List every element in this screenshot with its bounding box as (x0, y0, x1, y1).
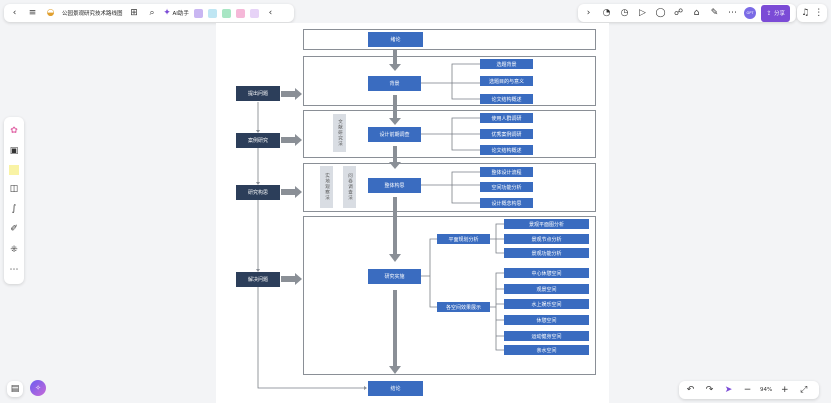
row1-item[interactable]: 选题目的与意义 (480, 76, 533, 86)
row3-item[interactable]: 整体设计流程 (480, 167, 533, 177)
avatar[interactable]: GPT (744, 7, 756, 19)
fit-icon[interactable]: ⤢ (800, 385, 808, 395)
shape-icon[interactable]: ◫ (9, 183, 19, 194)
image-icon[interactable] (193, 8, 203, 18)
vote-icon[interactable]: ☍ (673, 8, 684, 18)
menu-icon[interactable]: ≡ (28, 8, 37, 18)
method-questionnaire[interactable]: 问卷调查法 (343, 166, 356, 208)
row3-item[interactable]: 设计概念构思 (480, 198, 533, 208)
doc-title[interactable]: 公园景观研究技术路线图 (62, 11, 123, 17)
timer-icon[interactable]: ◷ (620, 8, 629, 18)
row4-sub1-item[interactable]: 景观平面图分析 (504, 219, 589, 229)
ai-assistant-button[interactable]: ✦ AI助手 (163, 8, 189, 18)
pen-tool-icon[interactable]: ✐ (10, 224, 18, 235)
node-space-showcase[interactable]: 各空间效果展示 (437, 302, 490, 312)
zoom-in-icon[interactable]: + (780, 385, 789, 395)
more-icon[interactable]: ⋯ (728, 8, 737, 18)
minimap-button[interactable]: ▤ (7, 381, 23, 397)
method-literature[interactable]: 文献研究法 (333, 114, 346, 152)
doc-logo-icon: ◒ (46, 8, 55, 18)
row2-item[interactable]: 使用人群调研 (480, 113, 533, 123)
share-icon: ⇪ (766, 9, 772, 17)
row4-sub2-item[interactable]: 休憩空间 (504, 315, 589, 325)
node-pre-survey[interactable]: 设计前期调查 (368, 127, 421, 142)
pointer-icon[interactable]: ➤ (724, 385, 733, 395)
top-right-toolbar: › ◔ ◷ ▷ ◯ ☍ ⌂ ✎ ⋯ GPT ⇪ 分享 (578, 4, 796, 22)
row1-item[interactable]: 论文结构概述 (480, 94, 533, 104)
node-plan-analysis[interactable]: 平面规划分析 (437, 234, 490, 244)
zoom-out-icon[interactable]: − (743, 385, 752, 395)
node-implementation[interactable]: 研究实施 (368, 269, 421, 284)
expand-icon[interactable]: › (586, 8, 591, 18)
frame-row2 (303, 110, 596, 158)
history-icon[interactable]: ◔ (602, 8, 611, 18)
zoom-toolbar: ↶ ↷ ➤ − 94% + ⤢ (679, 381, 819, 399)
comment-icon[interactable]: ◯ (655, 8, 666, 18)
frame-tool-icon[interactable]: ▣ (9, 146, 19, 157)
pen-icon[interactable]: ✎ (710, 8, 719, 18)
row2-item[interactable]: 优秀案例调研 (480, 129, 533, 139)
table-icon[interactable] (207, 8, 217, 18)
frame-row1 (303, 56, 596, 106)
redo-icon[interactable]: ↷ (705, 385, 714, 395)
frame-row4 (303, 216, 596, 375)
node-solve[interactable]: 解决问题 (236, 272, 280, 287)
plugin-icon[interactable] (249, 8, 259, 18)
notification-toolbar: ♫ ⋮ (797, 4, 827, 22)
undo-icon[interactable]: ↶ (686, 385, 695, 395)
node-background[interactable]: 背景 (368, 76, 421, 91)
more-vertical-icon[interactable]: ⋮ (814, 8, 824, 18)
ai-icon: ✦ (163, 8, 171, 18)
row4-sub2-item[interactable]: 中心休憩空间 (504, 268, 589, 278)
ai-float-icon: ✧ (35, 384, 41, 392)
node-conclusion[interactable]: 结论 (368, 381, 423, 396)
node-overall-concept[interactable]: 整体构思 (368, 178, 421, 193)
material-icon[interactable]: ✿ (10, 126, 18, 137)
row2-item[interactable]: 论文结构概述 (480, 145, 533, 155)
row4-sub2-item[interactable]: 运动健身空间 (504, 331, 589, 341)
mindmap-icon[interactable] (221, 8, 231, 18)
play-icon[interactable]: ▷ (639, 8, 646, 18)
method-field-observation[interactable]: 实地观察法 (320, 166, 333, 208)
connector-icon[interactable]: ∫ (11, 204, 17, 215)
ai-float-button[interactable]: ✧ (30, 380, 46, 396)
node-intro[interactable]: 绪论 (368, 32, 423, 47)
search-icon[interactable]: ⌕ (149, 8, 155, 18)
top-left-toolbar: ‹ ≡ ◒ 公园景观研究技术路线图 ⊞ ⌕ ✦ AI助手 ‹ (4, 4, 294, 22)
more-tools-icon[interactable]: ⋯ (9, 264, 19, 275)
template-icon[interactable] (235, 8, 245, 18)
row4-sub2-item[interactable]: 观景空间 (504, 284, 589, 294)
camera-icon[interactable]: ⌂ (693, 8, 700, 18)
row1-item[interactable]: 选题背景 (480, 59, 533, 69)
share-button[interactable]: ⇪ 分享 (761, 4, 791, 22)
frame-top (303, 29, 596, 50)
zoom-level[interactable]: 94% (760, 387, 773, 393)
sticky-note-icon[interactable] (9, 165, 19, 176)
row4-sub1-item[interactable]: 景观功能分析 (504, 248, 589, 258)
frame-icon[interactable]: ⊞ (130, 8, 138, 18)
bell-icon[interactable]: ♫ (801, 8, 810, 18)
left-toolbox: ✿ ▣ ◫ ∫ ✐ ⁜ ⋯ (4, 117, 24, 284)
mindmap-tool-icon[interactable]: ⁜ (10, 244, 18, 255)
node-concept[interactable]: 研究构思 (236, 185, 280, 200)
back-icon[interactable]: ‹ (12, 8, 17, 18)
row3-item[interactable]: 空间功能分析 (480, 182, 533, 192)
collapse-icon[interactable]: ‹ (268, 8, 273, 18)
row4-sub2-item[interactable]: 水上娱乐空间 (504, 299, 589, 309)
node-raise-question[interactable]: 提出问题 (236, 86, 280, 101)
frame-row3 (303, 163, 596, 212)
row4-sub2-item[interactable]: 亲水空间 (504, 345, 589, 355)
node-case-study[interactable]: 案例研究 (236, 133, 280, 148)
row4-sub1-item[interactable]: 景观节点分析 (504, 234, 589, 244)
minimap-icon: ▤ (10, 384, 20, 394)
